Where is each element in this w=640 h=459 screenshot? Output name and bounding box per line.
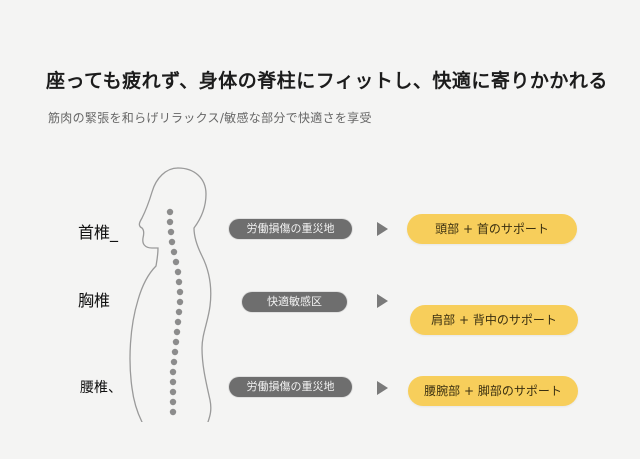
back-outline [177, 167, 212, 422]
tag-pill-lumbar: 労働損傷の重災地 [229, 377, 352, 397]
spine-dots [166, 208, 184, 416]
tag-pill-cervical: 労働損傷の重災地 [229, 219, 352, 239]
body-outline [129, 167, 179, 422]
arrow-right-icon [377, 222, 388, 236]
spine-label-lumbar: 腰椎、 [80, 377, 122, 397]
support-pill-cervical: 頭部 + 首のサポート [407, 214, 577, 244]
support-pill-thoracic: 肩部 + 背中のサポート [410, 305, 578, 335]
headline: 座っても疲れず、身体の脊柱にフィットし、快適に寄りかかれる [46, 70, 608, 92]
spine-label-lumbar-text: 腰椎 [80, 380, 108, 396]
subline: 筋肉の緊張を和らげリラックス/敏感な部分で快適さを享受 [48, 111, 372, 125]
spine-label-cervical-text: 首椎 [78, 223, 111, 242]
spine-label-thoracic-text: 胸椎 [78, 291, 111, 310]
spine-label-cervical: 首椎_ [78, 219, 118, 243]
spine-label-lumbar-mark: 、 [108, 380, 122, 396]
tag-pill-thoracic: 快適敏感区 [242, 292, 347, 312]
arrow-right-icon [377, 381, 388, 395]
spine-label-thoracic: 胸椎 [78, 287, 110, 311]
body-silhouette-illustration [129, 167, 212, 422]
spine-label-cervical-mark: _ [110, 223, 119, 242]
support-pill-lumbar: 腰腕部 + 脚部のサポート [408, 376, 578, 406]
arrow-right-icon [377, 294, 388, 308]
